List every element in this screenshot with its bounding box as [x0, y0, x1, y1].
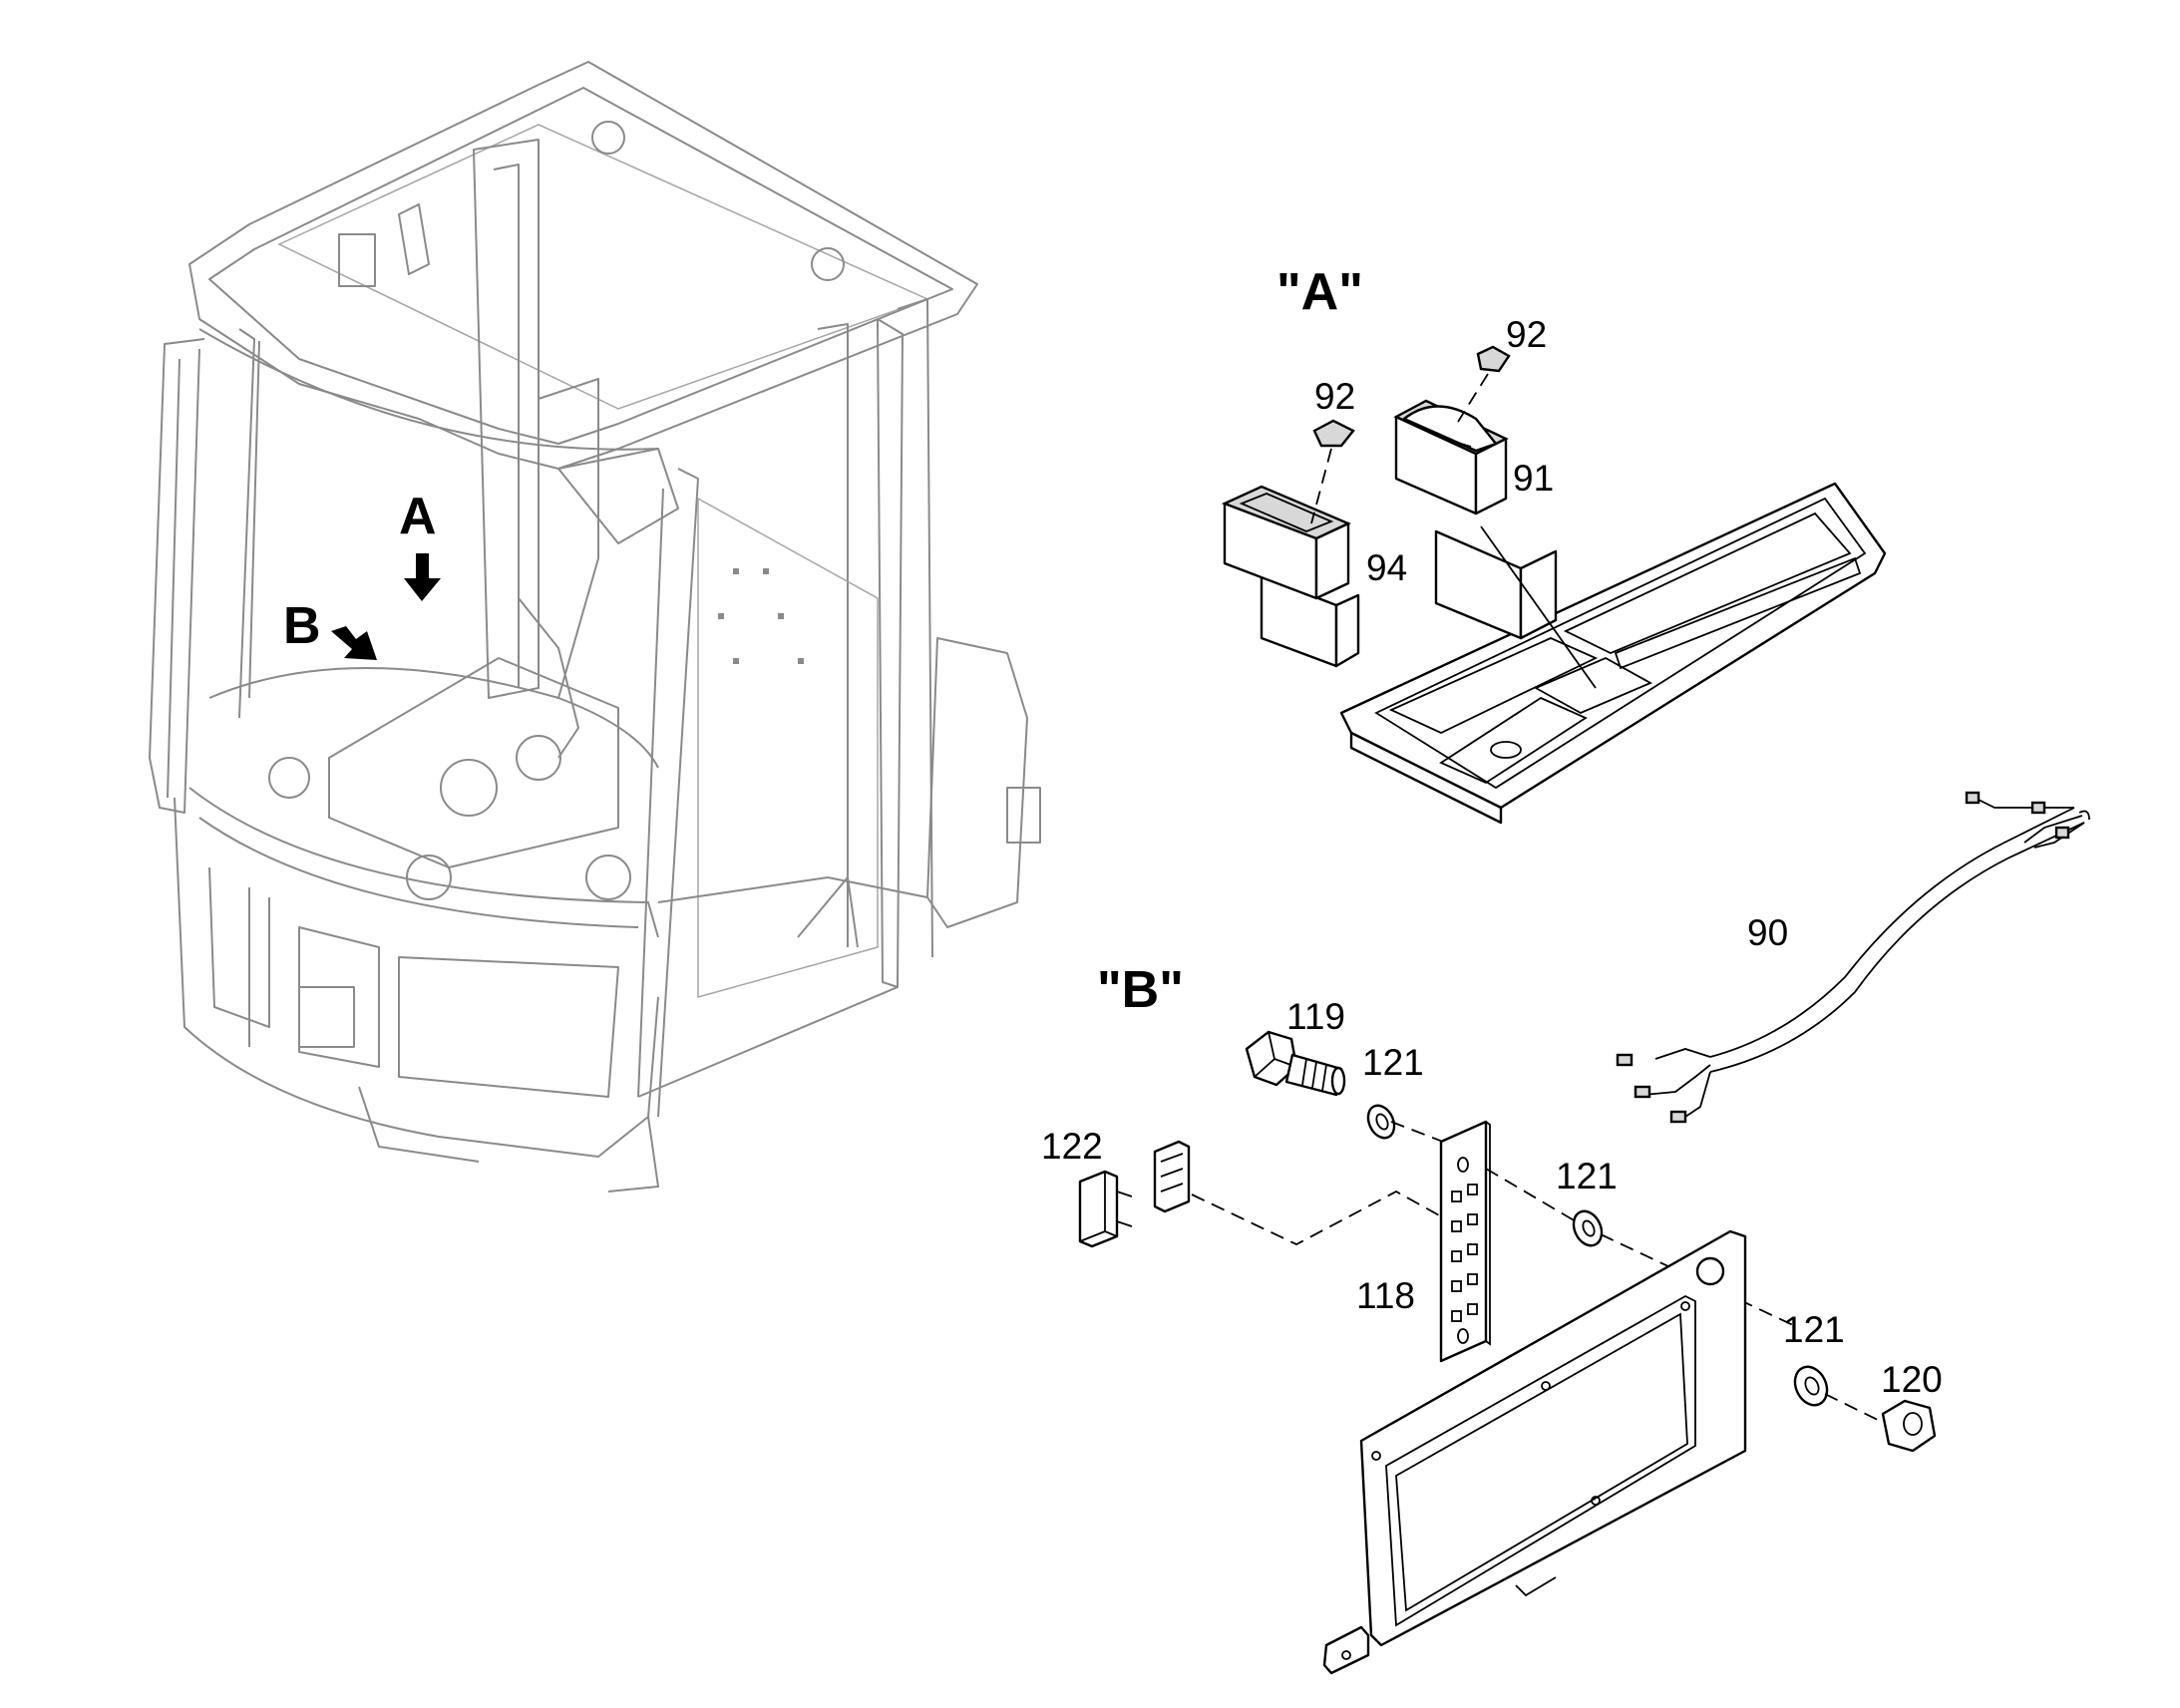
part-121-washer-top: [1366, 1104, 1396, 1140]
mounting-bracket: [1322, 1229, 1747, 1675]
callout-90: 90: [1747, 912, 1788, 953]
callout-118: 118: [1356, 1275, 1415, 1316]
detail-a-title: "A": [1276, 263, 1363, 321]
part-120-nut: [1881, 1399, 1937, 1453]
callout-121-mid: 121: [1556, 1156, 1618, 1196]
part-92-cap-right: [1476, 345, 1511, 373]
part-118-fuse-board: [1439, 1120, 1491, 1363]
callout-122: 122: [1041, 1126, 1103, 1167]
callout-121-low: 121: [1783, 1309, 1845, 1350]
callout-92-left: 92: [1314, 376, 1355, 417]
detail-b-title: "B": [1097, 961, 1184, 1019]
arrow-down-icon: [404, 553, 441, 601]
part-92-cap-left: [1312, 419, 1355, 448]
callout-91: 91: [1513, 458, 1554, 499]
part-121-washer-low: [1793, 1365, 1829, 1407]
part-90-harness: [1616, 791, 2090, 1124]
view-marker-a: A: [399, 488, 441, 601]
switch-panel-plate: [1339, 482, 1887, 825]
callout-92-right: 92: [1506, 314, 1547, 355]
part-91-switch: [1393, 399, 1558, 640]
cab-overview: [149, 61, 1041, 1193]
part-121-washer-mid: [1572, 1209, 1604, 1247]
callout-120: 120: [1881, 1359, 1943, 1400]
arrow-diagonal-icon: [331, 626, 377, 660]
callout-119: 119: [1286, 996, 1345, 1037]
callout-94: 94: [1366, 547, 1407, 588]
svg-text:A: A: [399, 488, 437, 545]
svg-text:B: B: [283, 597, 321, 655]
callout-121-top: 121: [1362, 1042, 1424, 1083]
part-122-fuse: [1078, 1140, 1191, 1248]
part-94-switch: [1221, 485, 1360, 668]
view-marker-b: B: [283, 597, 377, 660]
part-119-bolt: [1245, 1030, 1346, 1097]
